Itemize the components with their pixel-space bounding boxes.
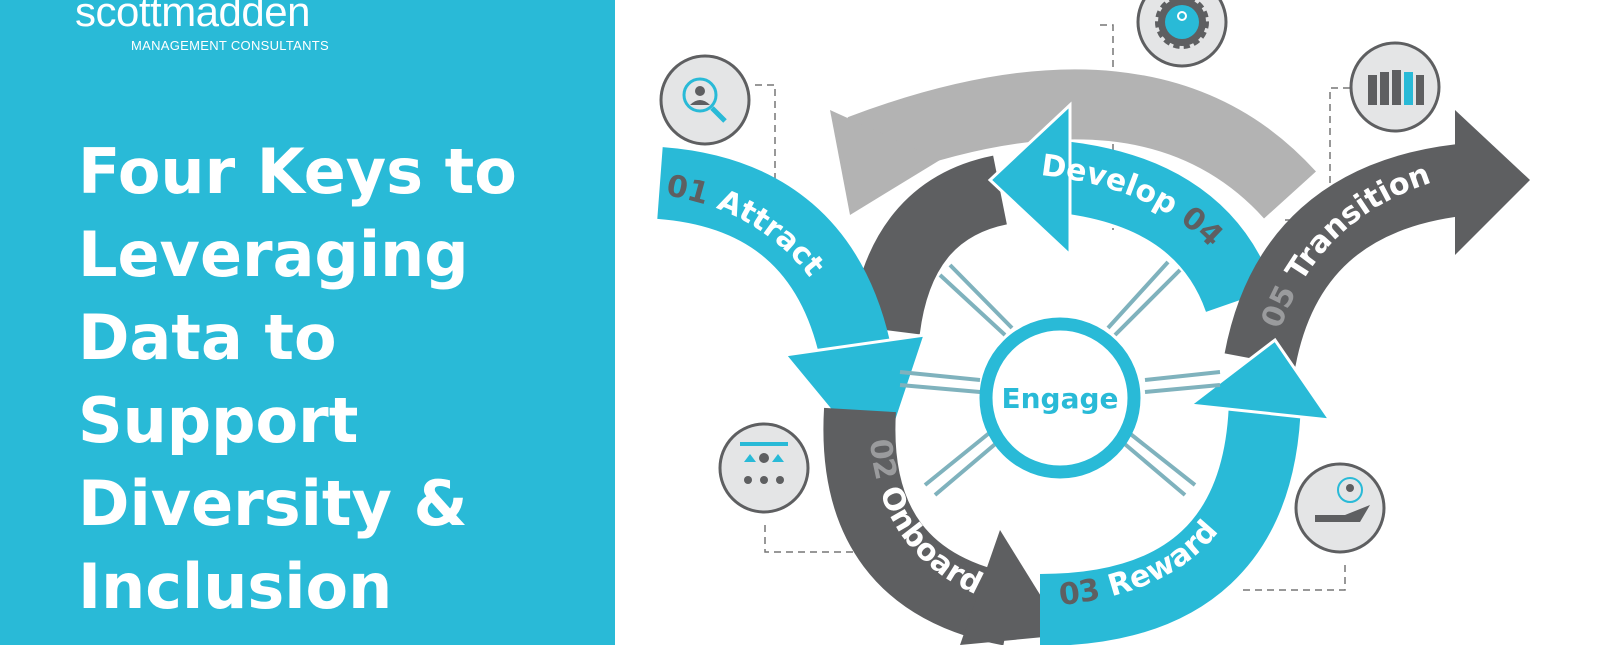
brand-tagline: MANAGEMENT CONSULTANTS (131, 38, 330, 53)
title-line: Inclusion (78, 550, 393, 623)
arrow-recycle (830, 69, 1316, 219)
engage-label: Engage (1001, 382, 1118, 415)
group-people-icon (1349, 41, 1441, 133)
arrow-onboard (823, 407, 1065, 645)
title-panel: scottmadden MANAGEMENT CONSULTANTS Four … (0, 0, 615, 645)
team-hierarchy-icon (718, 422, 810, 514)
engage-circle (979, 317, 1141, 479)
person-search-icon (659, 54, 751, 146)
arrow-develop (987, 101, 1274, 313)
brand-logo: scottmadden (75, 0, 310, 35)
title-line: Leveraging (78, 218, 469, 291)
page-title: Four Keys to Leveraging Data to Support … (78, 130, 517, 628)
lifecycle-diagram: Engage 01 Attract 02 Onboard 03 Reward D… (656, 0, 1530, 645)
arrow-transition (1224, 110, 1530, 368)
hand-person-icon (1294, 462, 1386, 554)
engage-spokes (899, 260, 1221, 497)
title-line: Four Keys to (78, 135, 517, 208)
arrow-develop-return (850, 155, 1008, 336)
title-line: Diversity & (78, 467, 468, 540)
gear-person-icon (1136, 0, 1228, 68)
title-line: Data to (78, 301, 337, 374)
arrow-reward (1039, 337, 1334, 645)
title-line: Support (78, 384, 359, 457)
